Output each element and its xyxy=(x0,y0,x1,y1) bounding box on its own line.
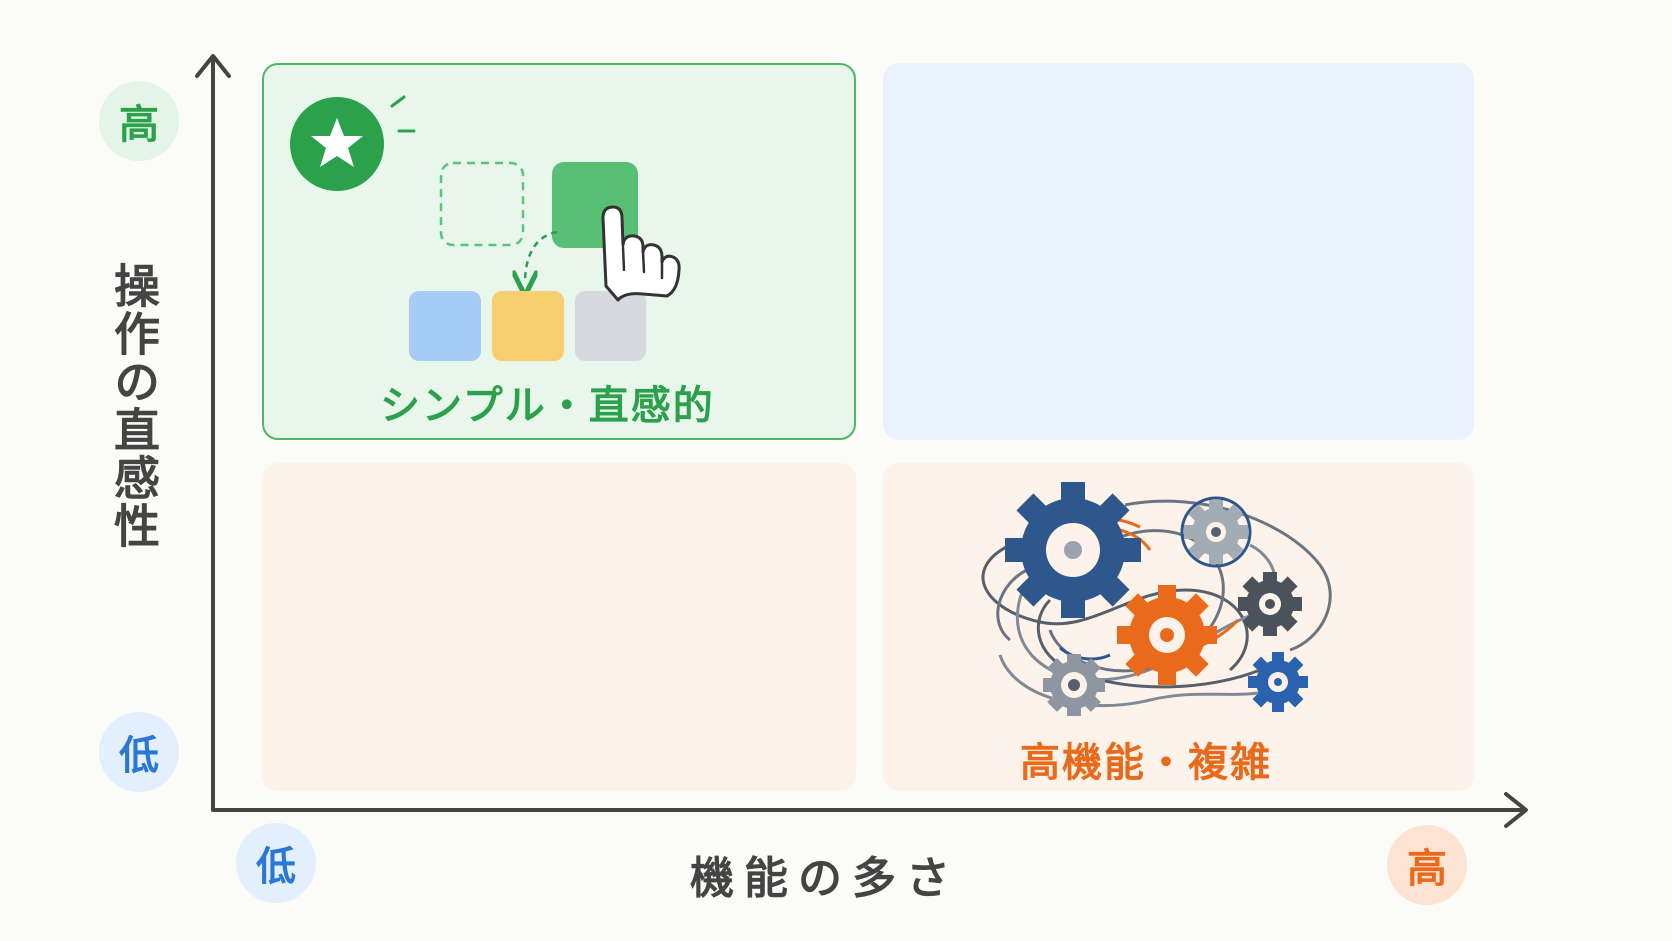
gears-tangle-icon xyxy=(981,482,1332,716)
x-axis-label: 機能の多さ xyxy=(690,853,960,904)
pointer-hand-icon xyxy=(601,205,681,302)
quadrant-label-simple: シンプル・直感的 xyxy=(380,383,715,429)
star-badge-icon xyxy=(290,95,416,191)
x-axis xyxy=(211,792,1528,828)
y-axis-label: 操作の直感性 xyxy=(107,262,161,550)
x-axis-low-badge: 低 xyxy=(236,823,316,903)
x-axis-high-badge: 高 xyxy=(1387,825,1467,905)
y-axis-low-badge: 低 xyxy=(99,712,179,792)
quadrant-top-right xyxy=(883,63,1474,440)
quadrant-bottom-left xyxy=(262,463,856,791)
y-axis xyxy=(195,54,231,812)
y-axis-high-badge: 高 xyxy=(99,81,179,161)
quadrant-label-complex: 高機能・複雑 xyxy=(1020,740,1272,786)
